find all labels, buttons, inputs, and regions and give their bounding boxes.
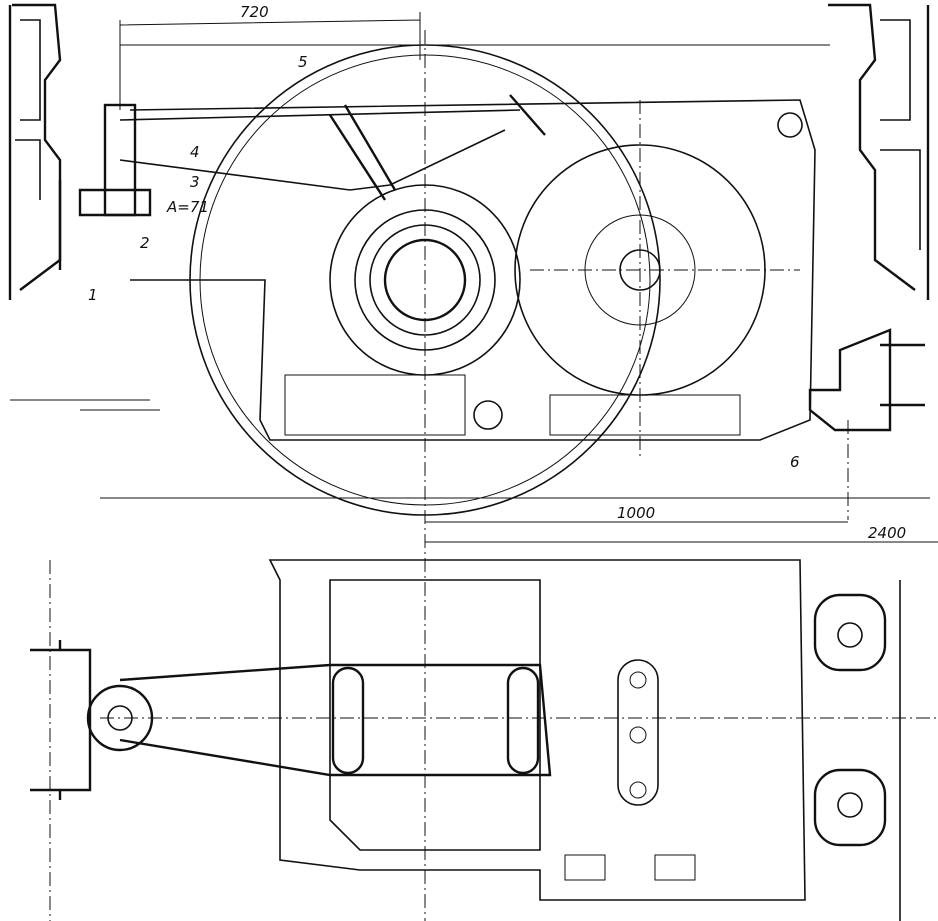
plan-view <box>30 559 938 921</box>
left-frame-top <box>8 3 62 300</box>
dimension-720 <box>119 12 830 110</box>
callout-gap-a: A=71 <box>166 198 209 216</box>
dimension-1000-label: 1000 <box>617 504 655 522</box>
callout-2: 2 <box>140 234 150 252</box>
bracket-6 <box>808 328 925 432</box>
center-lines <box>424 30 849 921</box>
callout-3: 3 <box>190 173 200 191</box>
reaction-rod <box>58 94 546 270</box>
dimension-lines <box>10 399 938 543</box>
gear-housing <box>129 99 816 441</box>
callout-5: 5 <box>298 53 308 71</box>
callout-6: 6 <box>790 453 800 471</box>
callout-4: 4 <box>190 143 200 161</box>
callout-1: 1 <box>88 286 98 304</box>
dimension-720-label: 720 <box>240 3 269 21</box>
dimension-2400-label: 2400 <box>868 524 906 542</box>
right-frame-top <box>828 3 930 300</box>
